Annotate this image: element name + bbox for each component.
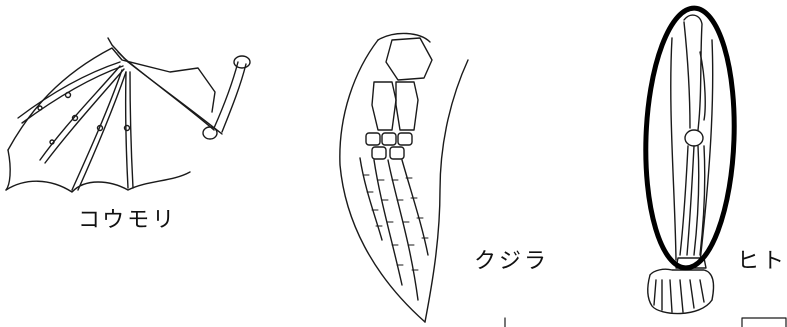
label-bat: コウモリ: [78, 202, 177, 234]
highlight-ellipse: [641, 7, 738, 270]
label-human: ヒト: [737, 243, 787, 275]
label-whale: クジラ: [474, 243, 549, 275]
bat-wing-illustration: [6, 38, 250, 192]
whale-flipper-illustration: [340, 33, 468, 322]
